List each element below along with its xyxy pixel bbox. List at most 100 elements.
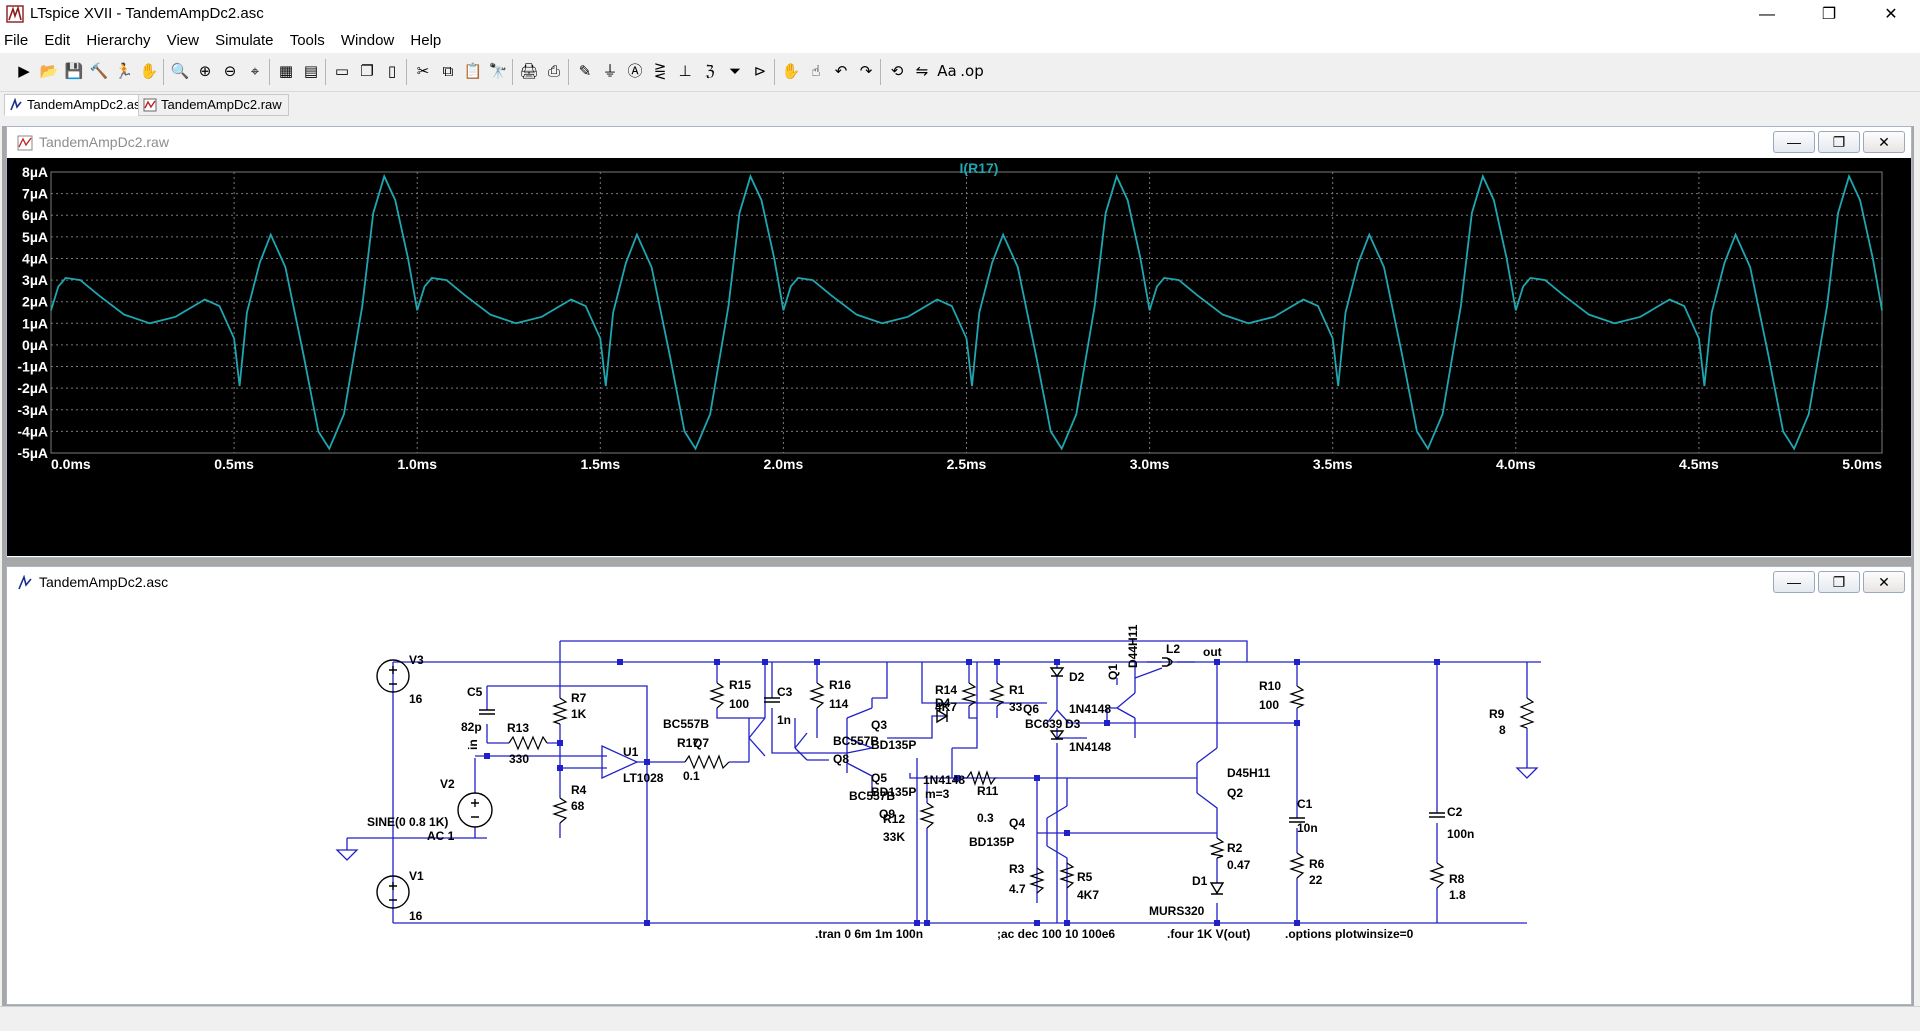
- label-net-icon[interactable]: Ⓐ: [627, 62, 643, 80]
- waveform-plot[interactable]: 8µA7µA6µA5µA4µA3µA2µA1µA0µA-1µA-2µA-3µA-…: [7, 158, 1911, 556]
- inductor-icon[interactable]: ℨ: [705, 62, 715, 80]
- schematic-window-titlebar[interactable]: TandemAmpDc2.asc — ❐ ✕: [7, 567, 1911, 597]
- y-tick-label: -5µA: [17, 445, 48, 461]
- waveform-window-titlebar[interactable]: TandemAmpDc2.raw — ❐ ✕: [7, 127, 1911, 157]
- tab-waveform[interactable]: TandemAmpDc2.raw: [138, 94, 289, 116]
- control-panel-icon[interactable]: 🔨: [89, 62, 109, 80]
- schematic-window: TandemAmpDc2.asc — ❐ ✕: [6, 566, 1912, 1005]
- y-axis: 8µA7µA6µA5µA4µA3µA2µA1µA0µA-1µA-2µA-3µA-…: [17, 164, 48, 461]
- menu-hierarchy[interactable]: Hierarchy: [86, 32, 151, 49]
- redo-icon[interactable]: ↷: [859, 62, 873, 80]
- label-c1: C1: [1297, 797, 1313, 811]
- minimize-button[interactable]: —: [1759, 6, 1775, 23]
- resistor-icon[interactable]: ⋛: [653, 62, 667, 80]
- trace-label[interactable]: I(R17): [960, 160, 999, 176]
- menu-file[interactable]: File: [4, 32, 29, 49]
- menu-edit[interactable]: Edit: [44, 32, 71, 49]
- waveform-minimize-button[interactable]: —: [1773, 131, 1815, 153]
- text-icon[interactable]: Aa: [937, 62, 957, 80]
- menu-view[interactable]: View: [166, 32, 199, 49]
- undo-icon[interactable]: ↶: [834, 62, 848, 80]
- mirror-icon[interactable]: ⇋: [915, 62, 929, 80]
- draw-wire-icon[interactable]: ✎: [578, 62, 592, 80]
- directive-four[interactable]: .four 1K V(out): [1167, 927, 1250, 941]
- zoom-full-icon[interactable]: ⊕: [198, 62, 212, 80]
- rotate-icon[interactable]: ⟲: [890, 62, 904, 80]
- plot-settings-icon[interactable]: ▤: [303, 62, 319, 80]
- toolbar-separator: [325, 59, 326, 85]
- y-tick-label: 8µA: [22, 164, 48, 180]
- schematic-close-button[interactable]: ✕: [1863, 571, 1905, 593]
- directive-ac[interactable]: ;ac dec 100 10 100e6: [997, 927, 1115, 941]
- cut-icon[interactable]: ✂: [416, 62, 430, 80]
- y-tick-label: 6µA: [22, 207, 48, 223]
- toolbar-separator: [163, 59, 164, 85]
- label-r9: R9: [1489, 707, 1505, 721]
- toolbar-separator: [880, 59, 881, 85]
- close-button[interactable]: ✕: [1884, 6, 1898, 23]
- menu-simulate[interactable]: Simulate: [215, 32, 274, 49]
- schematic-window-title: TandemAmpDc2.asc: [39, 574, 169, 590]
- schematic-labels: V3 16 C5 82p R7 1K R13 330 in U1 LT1028 …: [367, 624, 1506, 923]
- move-icon[interactable]: ✋: [781, 62, 801, 80]
- print-icon[interactable]: 🖨: [519, 62, 539, 80]
- autorange-icon[interactable]: ▦: [278, 62, 294, 80]
- drag-icon[interactable]: ☝: [811, 62, 821, 80]
- diode-icon[interactable]: ⏷: [728, 62, 741, 80]
- tile-horizontal-icon[interactable]: ▭: [334, 62, 350, 80]
- save-icon[interactable]: 💾: [64, 62, 84, 80]
- print-setup-icon[interactable]: ⎙: [547, 62, 560, 80]
- y-tick-label: 4µA: [22, 250, 48, 266]
- label-m3: m=3: [925, 787, 950, 801]
- schematic-restore-button[interactable]: ❐: [1818, 571, 1860, 593]
- waveform-restore-button[interactable]: ❐: [1818, 131, 1860, 153]
- schematic-drawing[interactable]: V3 16 C5 82p R7 1K R13 330 in U1 LT1028 …: [17, 598, 1901, 998]
- label-r9-value: 8: [1499, 723, 1506, 737]
- spice-directive-icon[interactable]: .op: [960, 62, 984, 80]
- schematic-minimize-button[interactable]: —: [1773, 571, 1815, 593]
- capacitor-icon[interactable]: ⊥: [678, 62, 692, 80]
- label-r13-value: 330: [509, 752, 529, 766]
- tab-schematic[interactable]: TandemAmpDc2.asc: [4, 94, 154, 116]
- component-icon[interactable]: ⊳: [753, 62, 767, 80]
- zoom-out-icon[interactable]: ⊖: [223, 62, 237, 80]
- run-icon[interactable]: ▶: [18, 62, 30, 80]
- ground-icon[interactable]: ⏚: [602, 62, 618, 80]
- waveform-close-button[interactable]: ✕: [1863, 131, 1905, 153]
- zoom-in-icon[interactable]: 🔍: [170, 62, 190, 80]
- label-q5: Q5: [871, 771, 887, 785]
- menu-window[interactable]: Window: [340, 32, 395, 49]
- copy-icon[interactable]: ⧉: [442, 62, 454, 80]
- label-q2: Q2: [1227, 786, 1243, 800]
- label-d3-model: 1N4148: [1069, 740, 1111, 754]
- zoom-fit-icon[interactable]: ⌖: [250, 62, 260, 80]
- label-r4-value: 68: [571, 799, 585, 813]
- menu-tools[interactable]: Tools: [289, 32, 325, 49]
- tile-vertical-icon[interactable]: ▯: [387, 62, 397, 80]
- label-r14: R14: [935, 683, 957, 697]
- label-d4-model: 1N4148: [923, 773, 965, 787]
- label-r10: R10: [1259, 679, 1281, 693]
- label-r10-value: 100: [1259, 698, 1279, 712]
- schematic-canvas[interactable]: V3 16 C5 82p R7 1K R13 330 in U1 LT1028 …: [17, 598, 1901, 998]
- junctions: [484, 659, 1440, 926]
- directive-options[interactable]: .options plotwinsize=0: [1285, 927, 1414, 941]
- label-v3-value: 16: [409, 692, 423, 706]
- label-q6-model: BC639: [1025, 717, 1063, 731]
- menu-help[interactable]: Help: [410, 32, 442, 49]
- maximize-button[interactable]: ❐: [1821, 6, 1837, 23]
- cascade-icon[interactable]: ❐: [360, 62, 374, 80]
- pan-icon[interactable]: ✋: [139, 62, 159, 80]
- label-q8-model: BC557B: [833, 734, 879, 748]
- resistors: [508, 682, 1535, 894]
- halt-icon[interactable]: 🏃: [114, 62, 134, 80]
- open-icon[interactable]: 📂: [39, 62, 59, 80]
- directive-tran[interactable]: .tran 0 6m 1m 100n: [815, 927, 923, 941]
- y-tick-label: 1µA: [22, 315, 48, 331]
- x-tick-label: 4.0ms: [1496, 456, 1536, 472]
- x-tick-label: 3.5ms: [1313, 456, 1353, 472]
- paste-icon[interactable]: 📋: [463, 62, 483, 80]
- find-icon[interactable]: 🔭: [488, 62, 508, 80]
- label-r11: R11: [977, 784, 999, 798]
